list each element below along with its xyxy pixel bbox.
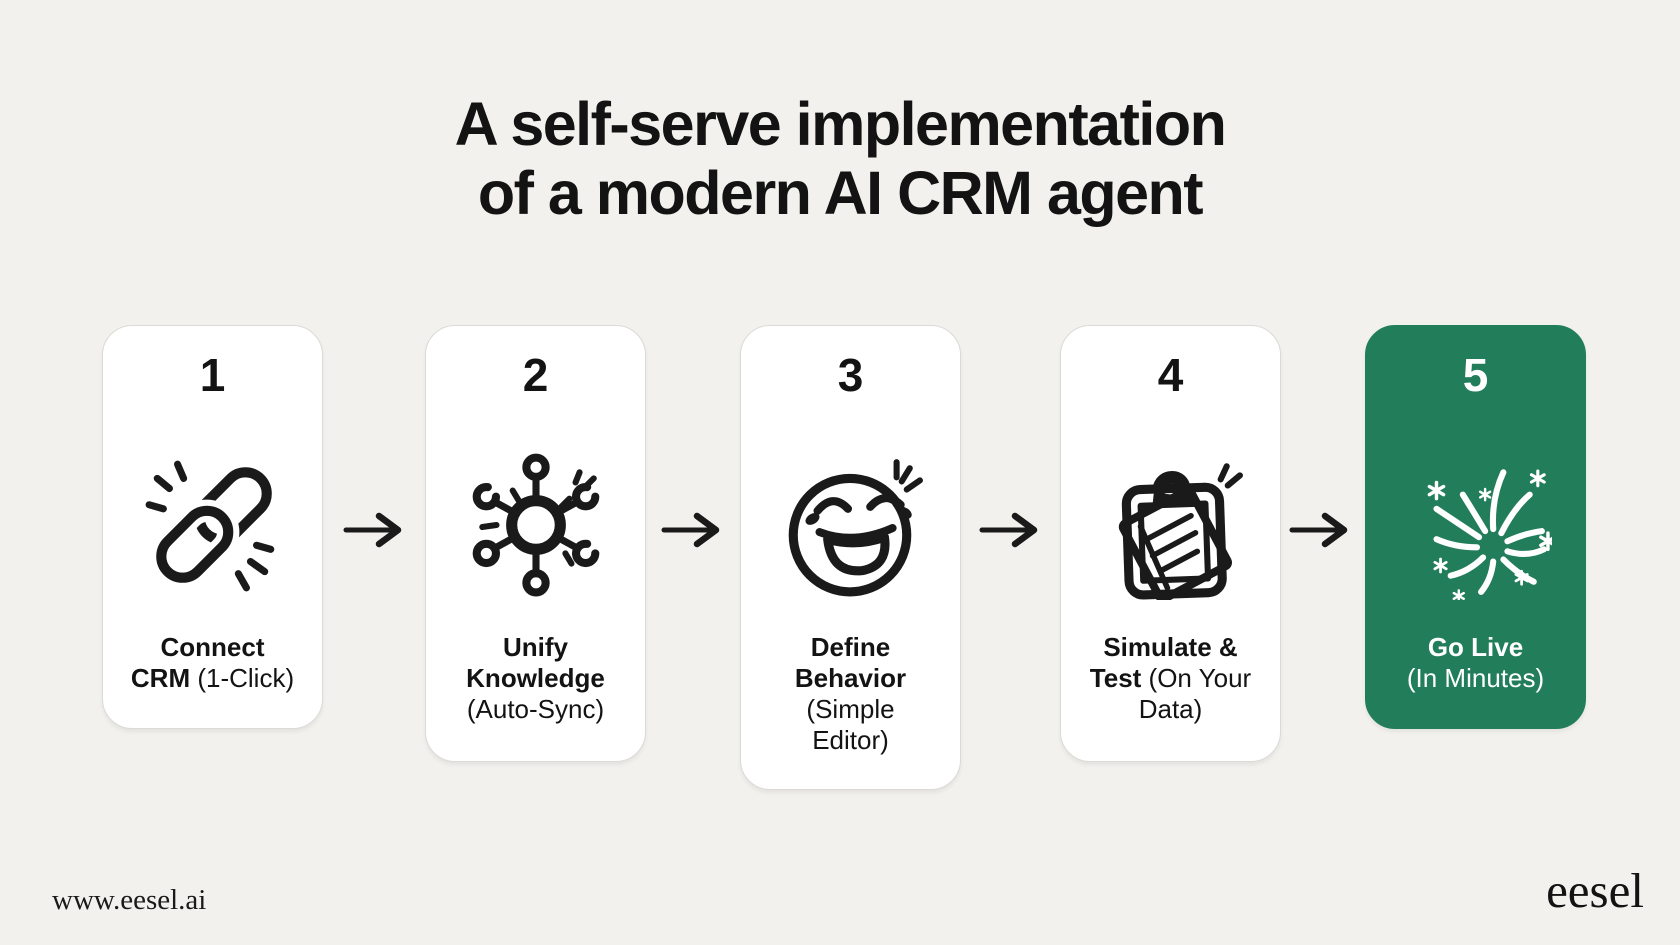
label-bold: Knowledge [466, 663, 605, 693]
right-arrow-icon [979, 512, 1038, 548]
label-bold: Test [1089, 663, 1142, 693]
fireworks-icon [1366, 448, 1585, 605]
clipboard-test-icon [1061, 448, 1280, 605]
label-line: (In Minutes) [1366, 663, 1585, 694]
title-line-1: A self-serve implementation [454, 90, 1227, 158]
step-label: Connect CRM (1-Click) [103, 632, 322, 694]
step-number: 2 [522, 349, 549, 401]
label-bold: Simulate & [1103, 632, 1238, 662]
label-line: Unify [426, 632, 645, 663]
step-card-5: 5 [1365, 325, 1586, 729]
label-line: Data) [1061, 694, 1280, 725]
step-card-3: 3 Define Behavior (Simple Editor) [740, 325, 961, 790]
label-line: Behavior [741, 663, 960, 694]
label-bold: Go Live [1427, 632, 1524, 662]
step-number: 5 [1462, 349, 1489, 401]
step-card-2: 2 [425, 325, 646, 762]
happy-face-icon [741, 448, 960, 605]
label-line: CRM (1-Click) [103, 663, 322, 694]
step-label: Unify Knowledge (Auto-Sync) [426, 632, 645, 725]
label-bold: Define [810, 632, 891, 662]
page-title: A self-serve implementation of a modern … [0, 90, 1680, 228]
title-line-2: of a modern AI CRM agent [477, 159, 1204, 227]
network-hub-icon [426, 448, 645, 605]
label-regular: (On Your [1141, 663, 1252, 693]
label-line: Connect [103, 632, 322, 663]
right-arrow-icon [343, 512, 402, 548]
label-line: Go Live [1366, 632, 1585, 663]
step-number: 3 [837, 349, 864, 401]
step-card-4: 4 [1060, 325, 1281, 762]
step-label: Define Behavior (Simple Editor) [741, 632, 960, 756]
step-number: 1 [199, 349, 226, 401]
label-regular: (Auto-Sync) [466, 694, 605, 724]
label-bold: Connect [160, 632, 265, 662]
label-regular: Editor) [812, 725, 889, 755]
label-regular: Data) [1138, 694, 1203, 724]
label-line: Test (On Your [1061, 663, 1280, 694]
label-line: Define [741, 632, 960, 663]
chain-link-icon [103, 448, 322, 605]
eesel-logo: eesel [1546, 863, 1644, 918]
label-regular: (1-Click) [190, 663, 295, 693]
step-card-1: 1 Connect CRM (1-Click) [102, 325, 323, 729]
label-bold: Behavior [794, 663, 907, 693]
label-bold: Unify [503, 632, 568, 662]
label-regular: (Simple [806, 694, 895, 724]
label-line: (Auto-Sync) [426, 694, 645, 725]
label-line: (Simple [741, 694, 960, 725]
step-number: 4 [1157, 349, 1184, 401]
label-regular: (In Minutes) [1406, 663, 1545, 693]
right-arrow-icon [661, 512, 720, 548]
label-line: Knowledge [426, 663, 645, 694]
step-label: Go Live (In Minutes) [1366, 632, 1585, 694]
website-url: www.eesel.ai [52, 884, 207, 916]
right-arrow-icon [1289, 512, 1348, 548]
step-label: Simulate & Test (On Your Data) [1061, 632, 1280, 725]
label-line: Simulate & [1061, 632, 1280, 663]
label-line: Editor) [741, 725, 960, 756]
label-bold: CRM [130, 663, 191, 693]
